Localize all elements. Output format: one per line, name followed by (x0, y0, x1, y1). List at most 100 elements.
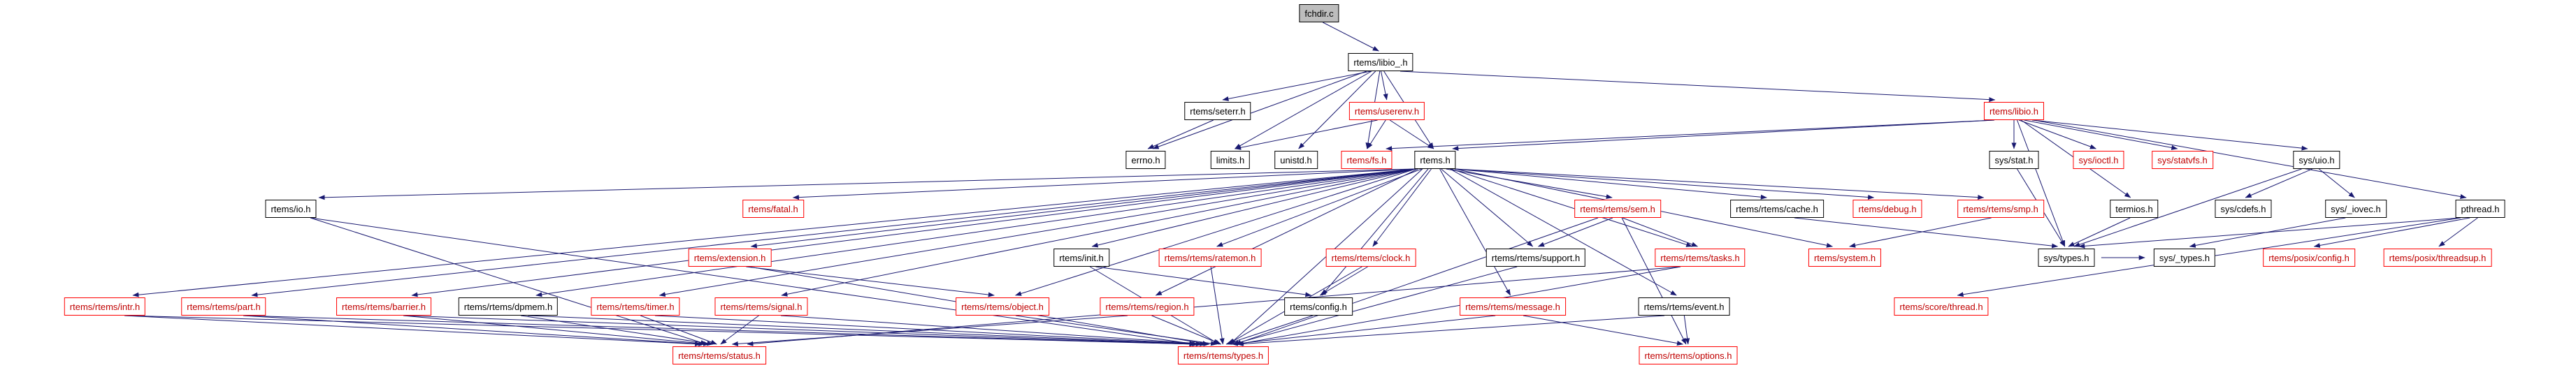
edge-rtems-to-io (318, 168, 1416, 200)
edge-config-to-types (1225, 315, 1313, 345)
edge-libio_-to-errno (1152, 71, 1367, 149)
edge-barrier-to-types (403, 315, 1199, 347)
graph-node-iovec[interactable]: sys/_iovec.h (2325, 200, 2387, 218)
graph-node-io[interactable]: rtems/io.h (265, 200, 317, 218)
edge-libio-to-statvfs (2024, 119, 2178, 150)
edge-region-to-status (731, 315, 1128, 346)
edge-libio_-to-libio (1399, 71, 1996, 103)
edge-rtems-to-config (1321, 168, 1429, 296)
graph-node-systypes[interactable]: sys/types.h (2038, 249, 2095, 267)
edge-uio-to-iovec (2319, 168, 2355, 198)
graph-node-init[interactable]: rtems/init.h (1053, 249, 1109, 267)
graph-node-libio[interactable]: rtems/libio.h (1983, 102, 2045, 120)
graph-node-debug[interactable]: rtems/debug.h (1852, 200, 1922, 218)
graph-node-ratemon[interactable]: rtems/rtems/ratemon.h (1158, 249, 1262, 267)
edge-tasks-to-types (1237, 266, 1681, 346)
graph-node-dpmem[interactable]: rtems/rtems/dpmem.h (458, 297, 559, 316)
graph-node-signal[interactable]: rtems/rtems/signal.h (714, 297, 808, 316)
edge-part-to-status (243, 315, 705, 346)
graph-node-rtems[interactable]: rtems.h (1414, 151, 1456, 169)
edge-rtems-to-intr (132, 168, 1416, 297)
graph-node-posixconfig[interactable]: rtems/posix/config.h (2263, 249, 2355, 267)
graph-node-system[interactable]: rtems/system.h (1808, 249, 1882, 267)
edge-userenv-to-fs (1367, 119, 1386, 149)
graph-node-config[interactable]: rtems/config.h (1284, 297, 1353, 316)
edge-userenv-to-rtems (1389, 119, 1434, 149)
edge-rtems-to-message (1439, 168, 1511, 296)
edge-libio_-to-userenv (1381, 71, 1388, 101)
edge-libio_-to-limits (1235, 71, 1372, 149)
graph-node-termios[interactable]: termios.h (2110, 200, 2159, 218)
edge-uio-to-cdefs (2245, 168, 2312, 198)
graph-node-cache[interactable]: rtems/rtems/cache.h (1730, 200, 1824, 218)
edge-rtems-to-barrier (411, 168, 1416, 297)
edge-libio-to-uio (2031, 119, 2308, 151)
graph-node-pthread[interactable]: pthread.h (2455, 200, 2505, 218)
graph-node-seterr[interactable]: rtems/seterr.h (1184, 102, 1251, 120)
graph-node-smp[interactable]: rtems/rtems/smp.h (1957, 200, 2044, 218)
graph-node-fs[interactable]: rtems/fs.h (1341, 151, 1393, 169)
edge-io-to-types (310, 217, 1196, 346)
graph-node-types[interactable]: rtems/rtems/types.h (1177, 346, 1269, 364)
edge-libio-to-ioctl (2019, 119, 2096, 149)
graph-node-part[interactable]: rtems/rtems/part.h (181, 297, 266, 316)
graph-node-region[interactable]: rtems/rtems/region.h (1100, 297, 1195, 316)
graph-node-errno[interactable]: errno.h (1125, 151, 1166, 169)
edge-event-to-types (1237, 315, 1665, 346)
edge-message-to-options (1523, 315, 1683, 346)
graph-node-options[interactable]: rtems/rtems/options.h (1639, 346, 1738, 364)
graph-node-cdefs[interactable]: sys/cdefs.h (2215, 200, 2272, 218)
graph-node-uio[interactable]: sys/uio.h (2293, 151, 2340, 169)
edge-sem-to-types (1235, 217, 1599, 345)
edge-sem-to-support (1538, 217, 1613, 247)
edge-rtems-to-region (1155, 168, 1418, 296)
edge-rtems-to-extension (750, 168, 1416, 249)
edge-rtems-to-clock (1372, 168, 1432, 247)
edge-rtems-to-fatal (792, 168, 1416, 200)
graph-node-status[interactable]: rtems/rtems/status.h (672, 346, 766, 364)
edge-rtems-to-tasks (1451, 168, 1693, 247)
edge-rtems-to-support (1441, 168, 1534, 247)
edge-pthread-to-posixconfig (2313, 217, 2470, 248)
graph-node-statvfs[interactable]: sys/statvfs.h (2152, 151, 2213, 169)
graph-node-message[interactable]: rtems/rtems/message.h (1460, 297, 1566, 316)
graph-node-thread[interactable]: rtems/score/thread.h (1894, 297, 1989, 316)
edge-sem-to-options (1621, 217, 1687, 345)
graph-node-intr[interactable]: rtems/rtems/intr.h (64, 297, 146, 316)
edge-rtems-to-ratemon (1216, 168, 1422, 247)
edge-signal-to-types (780, 315, 1210, 346)
graph-node-timer[interactable]: rtems/rtems/timer.h (591, 297, 680, 316)
graph-node-unistd[interactable]: unistd.h (1274, 151, 1318, 169)
graph-node-barrier[interactable]: rtems/rtems/barrier.h (336, 297, 431, 316)
graph-node-ioctl[interactable]: sys/ioctl.h (2073, 151, 2124, 169)
graph-node-stat[interactable]: sys/stat.h (1989, 151, 2039, 169)
edge-rtems-to-timer (659, 168, 1416, 297)
graph-node-sem[interactable]: rtems/rtems/sem.h (1574, 200, 1661, 218)
graph-node-threadsup[interactable]: rtems/posix/threadsup.h (2383, 249, 2492, 267)
graph-node-limits[interactable]: limits.h (1210, 151, 1251, 169)
edge-rtems-to-smp (1454, 168, 1985, 200)
edge-clock-to-config (1319, 266, 1368, 296)
edge-rtems-to-object (1015, 168, 1416, 296)
graph-node-event[interactable]: rtems/rtems/event.h (1638, 297, 1730, 316)
graph-node-tasks[interactable]: rtems/rtems/tasks.h (1655, 249, 1746, 267)
edge-dpmem-to-types (527, 315, 1202, 347)
graph-node-extension[interactable]: rtems/extension.h (688, 249, 772, 267)
edge-libio-to-pthread (2033, 119, 2467, 199)
graph-node-libio_[interactable]: rtems/libio_.h (1348, 53, 1413, 71)
edge-libio_-to-seterr (1222, 71, 1372, 101)
graph-node-support[interactable]: rtems/rtems/support.h (1485, 249, 1586, 267)
edge-rtems-to-cache (1454, 168, 1767, 200)
edge-support-to-types (1232, 266, 1518, 346)
graph-node-clock[interactable]: rtems/rtems/clock.h (1325, 249, 1416, 267)
graph-node-userenv[interactable]: rtems/userenv.h (1348, 102, 1425, 120)
edge-part-to-types (243, 315, 1196, 347)
edge-io-to-status (310, 217, 707, 345)
graph-node-fatal[interactable]: rtems/fatal.h (742, 200, 804, 218)
edge-rtems-to-dpmem (535, 168, 1416, 297)
graph-node-sys_types[interactable]: sys/_types.h (2153, 249, 2216, 267)
edge-libio-to-rtems (1452, 119, 1995, 152)
graph-node-object[interactable]: rtems/rtems/object.h (956, 297, 1049, 316)
